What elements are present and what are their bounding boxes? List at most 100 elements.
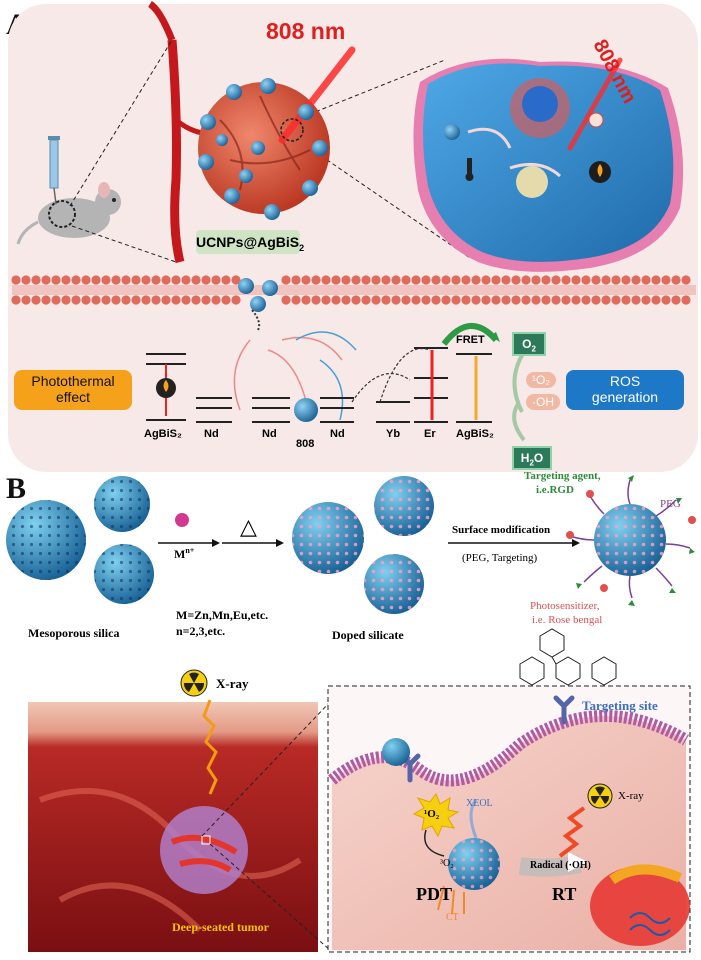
singlet-o2-label: ¹O₂ [526,372,556,388]
surface-mod-line-2: (PEG, Targeting) [462,552,538,564]
lipid-head [441,275,451,285]
energy-diagram [146,347,492,423]
lipid-head [601,295,611,305]
lipid-head [511,295,521,305]
lipid-head [31,275,41,285]
lipid-head [121,295,131,305]
singlet-o2-b: ¹O₂ [424,808,440,820]
lipid-head [631,295,641,305]
targeting-agent-line-1: Targeting agent, [524,470,601,482]
lipid-head [541,295,551,305]
lipid-head [311,295,321,305]
lipid-head [281,295,291,305]
lipid-head [151,295,161,305]
ros-box: ROS generation [566,370,684,410]
lipid-head [671,295,681,305]
lipid-head [291,275,301,285]
lipid-head [91,295,101,305]
targeting-site-label: Targeting site [582,698,658,713]
lipid-head [571,275,581,285]
lipid-head [111,295,121,305]
lipid-head [211,295,221,305]
hydroxyl-label: ·OH [526,394,560,410]
deep-tumor [160,806,248,894]
lipid-head [601,275,611,285]
lipid-head [161,275,171,285]
lipid-head [71,275,81,285]
tumor-label: Deep-seated tumor [172,920,269,934]
lipid-head [481,275,491,285]
lipid-head [81,295,91,305]
photothermal-box: Photothermal effect [14,370,132,410]
triplet-o2-b: ³O₂ [440,858,454,869]
lipid-head [291,295,301,305]
lipid-head [31,295,41,305]
lipid-head [501,275,511,285]
lipid-head [441,295,451,305]
photosensitizer-line-1: Photosensitizer, [530,600,600,612]
lipid-head [431,295,441,305]
lipid-head [651,295,661,305]
lipid-head [561,275,571,285]
energy-label-nd-3: Nd [330,428,345,440]
energy-label-agbis2-left: AgBiS₂ [144,428,182,440]
lipid-head [531,275,541,285]
lipid-head [11,275,21,285]
lipid-head [511,275,521,285]
nucleus [590,866,690,946]
lipid-head [381,295,391,305]
lipid-head [411,275,421,285]
lipid-head [571,295,581,305]
lipid-head [101,275,111,285]
mouse-icon [16,182,121,245]
energy-label-er: Er [424,428,436,440]
lipid-head [451,295,461,305]
lipid-head [321,275,331,285]
lipid-head [91,275,101,285]
lipid-head [671,275,681,285]
lipid-head [211,275,221,285]
lipid-head [331,295,341,305]
lipid-head [611,295,621,305]
metal-ion-label: Mn+ [174,546,195,561]
lipid-head [201,295,211,305]
lipid-head [661,275,671,285]
mesoporous-silica-particles [6,476,154,604]
lipid-head [151,275,161,285]
lipid-head [231,275,241,285]
lipid-head [641,295,651,305]
syringe-icon [48,136,60,205]
energy-label-agbis2-right: AgBiS₂ [456,428,494,440]
lipid-head [411,295,421,305]
functionalized-nanoparticle [566,475,696,606]
lipid-head [351,295,361,305]
lipid-head [131,295,141,305]
lipid-head [41,295,51,305]
lipid-head [521,295,531,305]
lipid-head [611,275,621,285]
h2o-box: H2O [512,446,552,470]
lipid-head [631,275,641,285]
lipid-head [181,295,191,305]
lipid-head [221,295,231,305]
lipid-head [541,275,551,285]
lipid-head [401,295,411,305]
surface-mod-line-1: Surface modification [452,524,551,536]
lipid-head [231,295,241,305]
doped-label: Doped silicate [332,628,404,642]
lipid-head [61,275,71,285]
lipid-head [561,295,571,305]
rose-bengal-structure [519,628,617,686]
lipid-head [621,275,631,285]
composition-line-2: n=2,3,etc. [176,624,226,638]
fret-label: FRET [456,334,485,346]
lipid-head [361,275,371,285]
dna-icon [629,912,671,936]
lipid-head [641,275,651,285]
lipid-head [421,295,431,305]
lipid-membrane [11,275,691,305]
lipid-head [651,275,661,285]
lipid-head [141,275,151,285]
lipid-head [311,275,321,285]
xray-label-left: X-ray [216,676,249,691]
